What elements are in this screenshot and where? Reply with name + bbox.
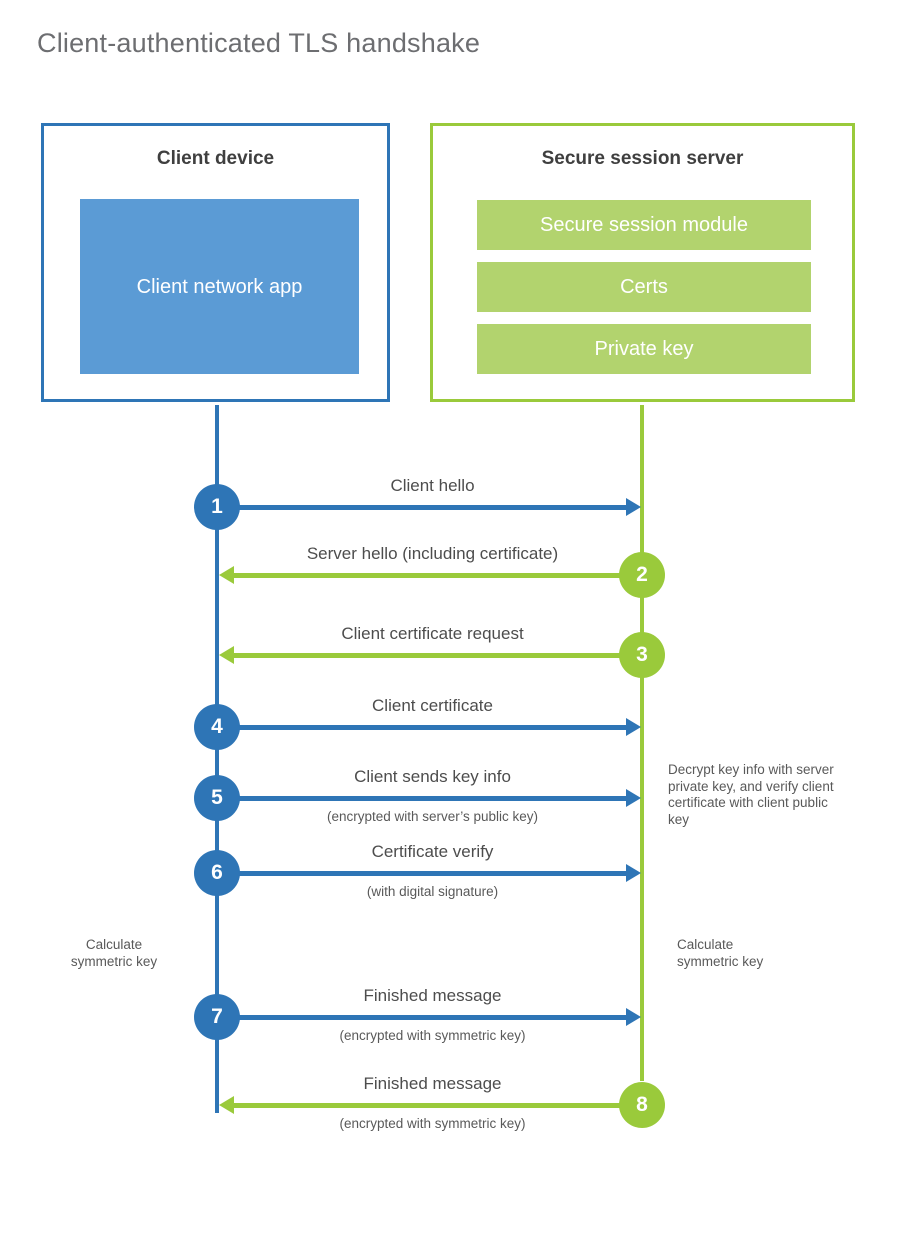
client-device-box: Client device Client network app — [41, 123, 390, 402]
client-lifeline — [215, 405, 219, 1113]
step-number-badge: 4 — [194, 704, 240, 750]
arrow-right-icon — [626, 718, 641, 736]
step-number-badge: 6 — [194, 850, 240, 896]
step-label: Client certificate request — [341, 624, 524, 643]
step-sublabel: (encrypted with symmetric key) — [339, 1028, 526, 1043]
step-label: Client sends key info — [354, 767, 511, 786]
arrow-line — [233, 1103, 621, 1108]
step-label: Certificate verify — [371, 842, 494, 861]
arrow-line — [239, 725, 627, 730]
arrow-right-icon — [626, 1008, 641, 1026]
step-label: Client hello — [390, 476, 475, 495]
arrow-line — [239, 1015, 627, 1020]
step-sublabel: (encrypted with server’s public key) — [326, 809, 539, 824]
step-number-badge: 2 — [619, 552, 665, 598]
arrow-left-icon — [219, 1096, 234, 1114]
server-module-certs: Certs — [477, 262, 811, 312]
server-lifeline — [640, 405, 644, 1081]
step-label: Client certificate — [372, 696, 493, 715]
step-number-badge: 3 — [619, 632, 665, 678]
server-calculate-note: Calculate symmetric key — [677, 937, 764, 969]
step-number-badge: 8 — [619, 1082, 665, 1128]
server-decrypt-note: Decrypt key info with server private key… — [668, 762, 834, 827]
arrow-line — [233, 653, 621, 658]
server-module-secure-session: Secure session module — [477, 200, 811, 250]
step-sublabel: (encrypted with symmetric key) — [339, 1116, 526, 1131]
arrow-right-icon — [626, 498, 641, 516]
step-label: Finished message — [363, 986, 502, 1005]
arrow-right-icon — [626, 864, 641, 882]
step-number-badge: 1 — [194, 484, 240, 530]
page-title: Client-authenticated TLS handshake — [37, 28, 481, 58]
arrow-right-icon — [626, 789, 641, 807]
arrow-line — [239, 505, 627, 510]
client-network-app-label: Client network app — [136, 275, 303, 298]
server-module-private-key: Private key — [477, 324, 811, 374]
step-sublabel: (with digital signature) — [366, 884, 499, 899]
client-calculate-note: Calculate symmetric key — [70, 937, 158, 969]
client-network-app-box: Client network app — [80, 199, 359, 374]
server-box: Secure session server Secure session mod… — [430, 123, 855, 402]
step-number-badge: 7 — [194, 994, 240, 1040]
client-device-title: Client device — [156, 148, 275, 169]
step-number-badge: 5 — [194, 775, 240, 821]
server-title: Secure session server — [541, 148, 744, 169]
arrow-line — [239, 796, 627, 801]
arrow-line — [233, 573, 621, 578]
arrow-left-icon — [219, 646, 234, 664]
arrow-left-icon — [219, 566, 234, 584]
arrow-line — [239, 871, 627, 876]
step-label: Finished message — [363, 1074, 502, 1093]
step-label: Server hello (including certificate) — [306, 544, 559, 563]
